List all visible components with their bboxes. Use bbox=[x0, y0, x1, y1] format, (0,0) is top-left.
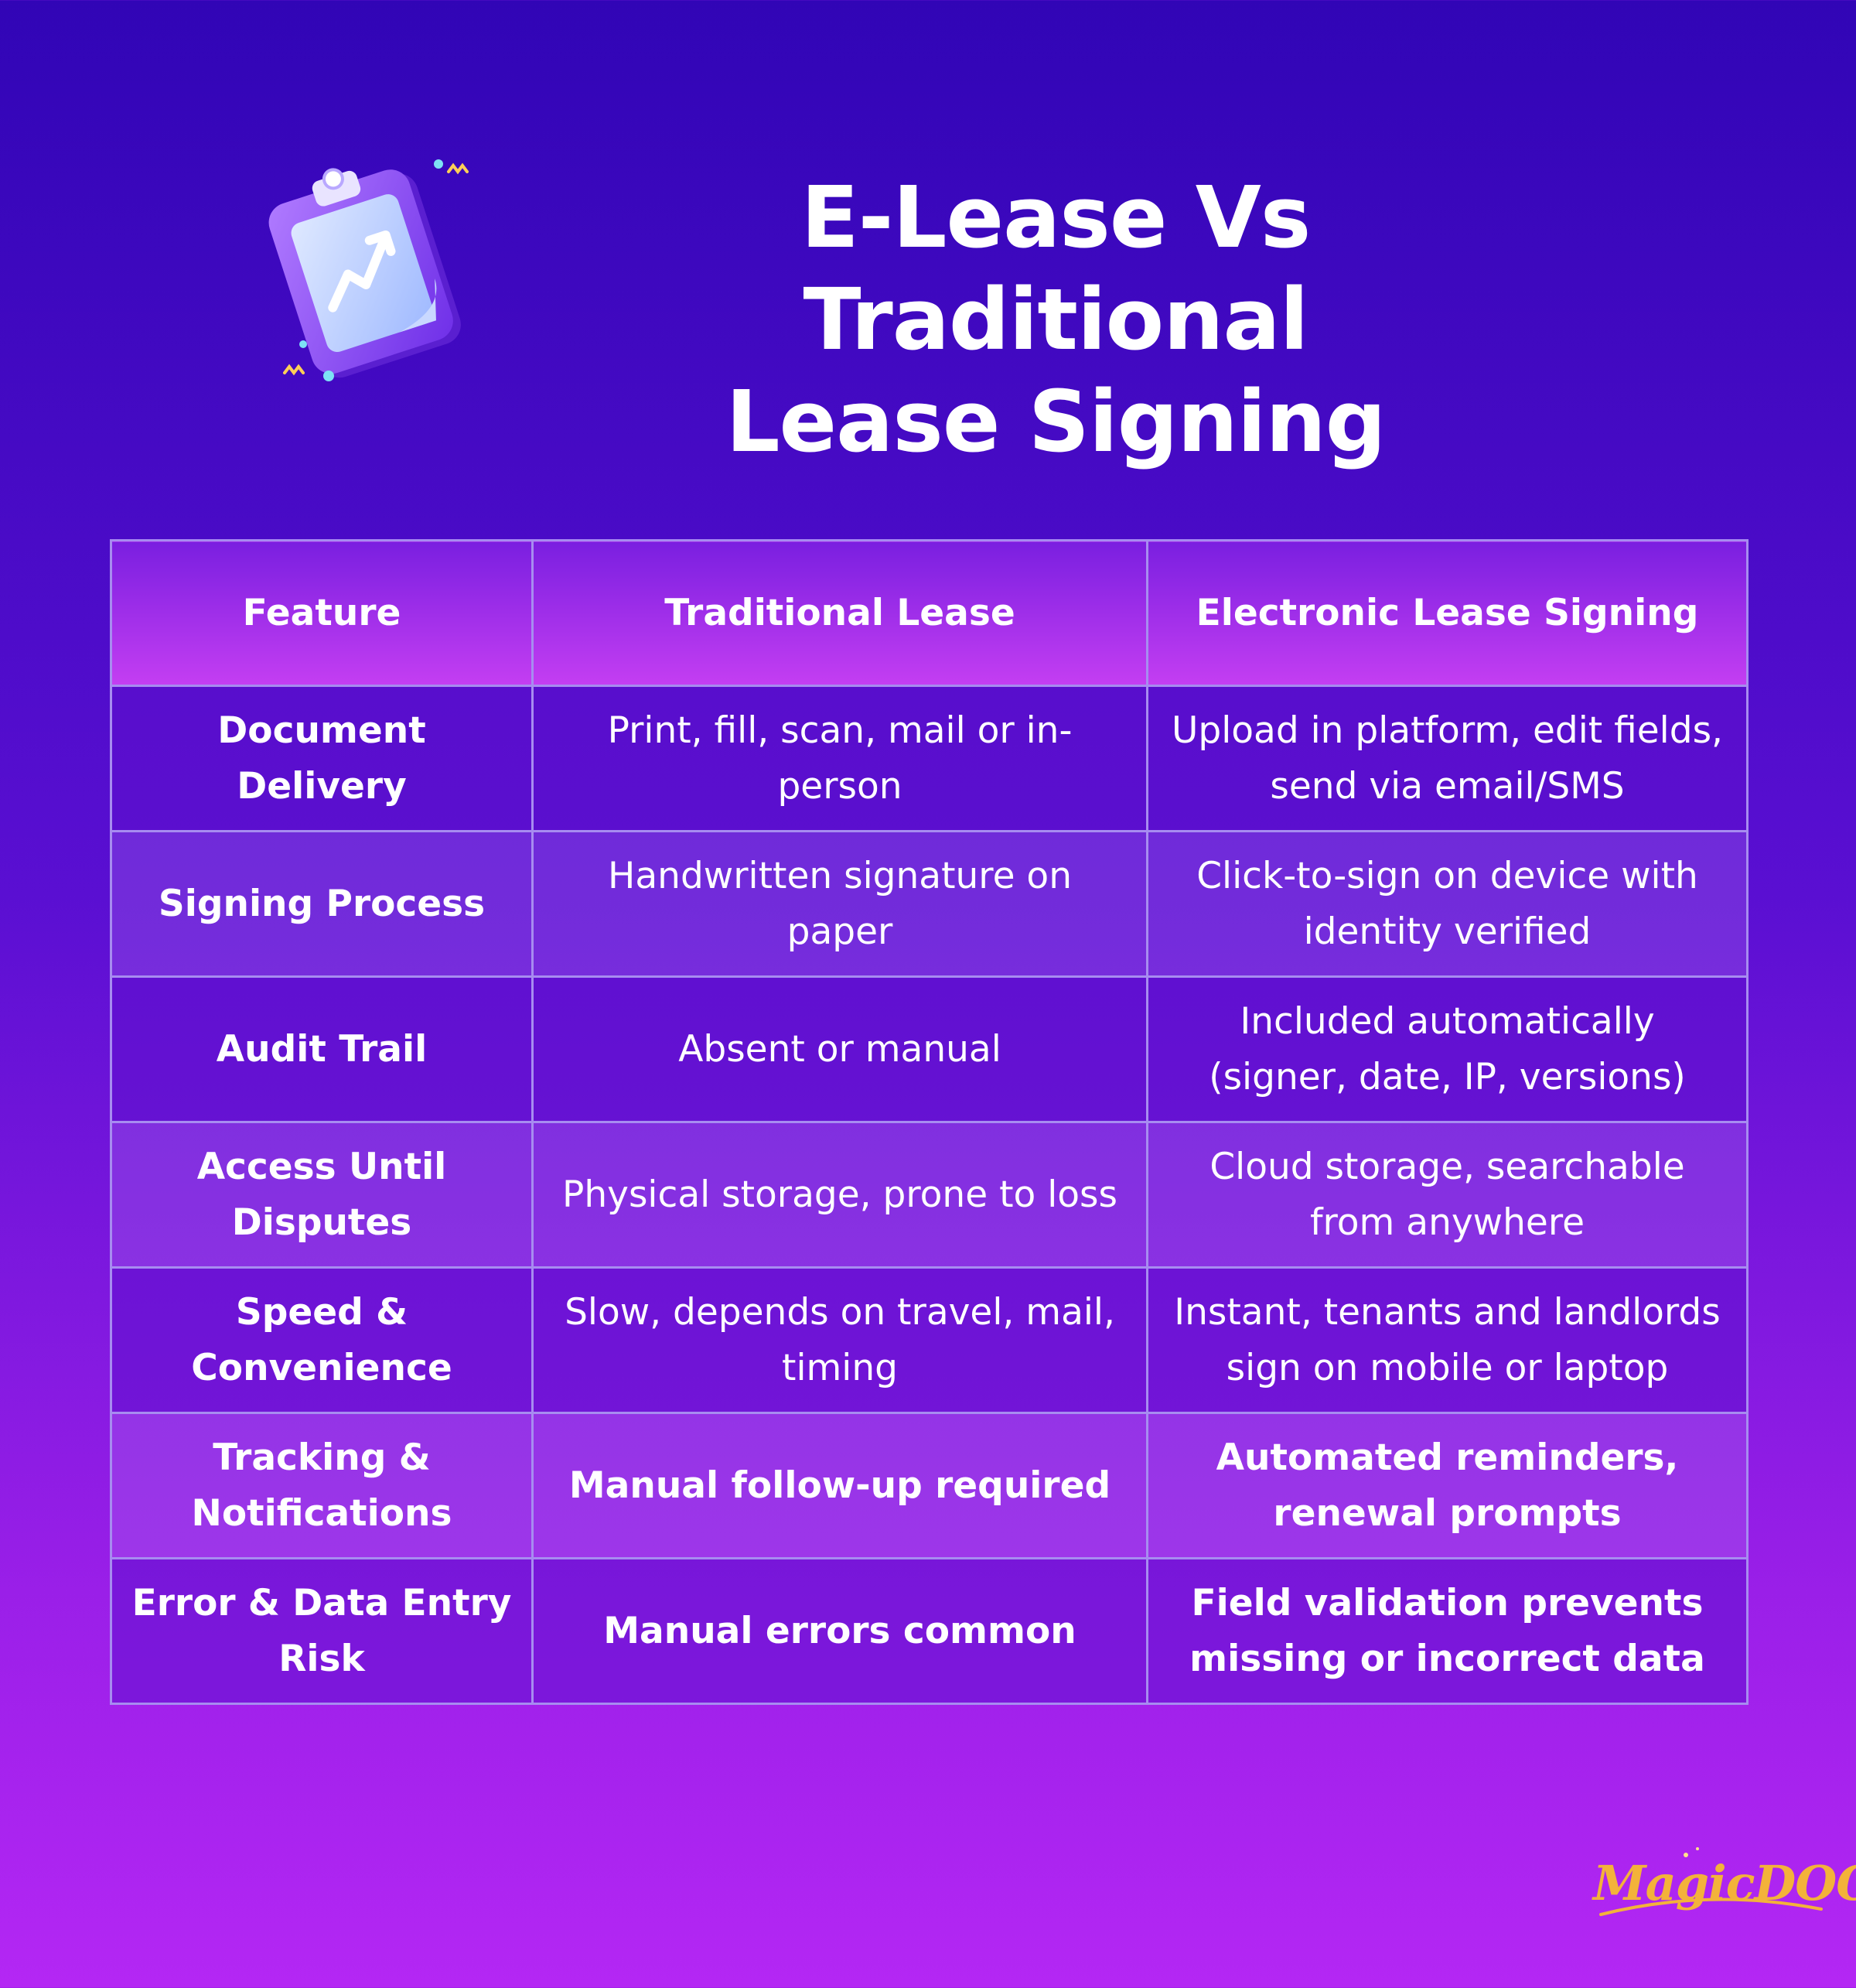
row-feature: Tracking & Notifications bbox=[110, 1412, 534, 1559]
row-feature: Error & Data Entry Risk bbox=[110, 1557, 534, 1705]
logo-swoosh-icon bbox=[1599, 1847, 1823, 1916]
header-traditional: Traditional Lease bbox=[531, 539, 1148, 687]
row-traditional: Absent or manual bbox=[531, 975, 1148, 1123]
magicdoor-logo: MagicDOOR bbox=[1593, 1841, 1856, 1934]
row-traditional: Physical storage, prone to loss bbox=[531, 1121, 1148, 1269]
row-electronic: Automated reminders, renewal prompts bbox=[1146, 1412, 1749, 1559]
row-electronic: Instant, tenants and landlords sign on m… bbox=[1146, 1266, 1749, 1414]
row-traditional: Manual errors common bbox=[531, 1557, 1148, 1705]
header-feature: Feature bbox=[110, 539, 534, 687]
table-header: Feature Traditional Lease Electronic Lea… bbox=[110, 539, 1749, 687]
row-feature: Audit Trail bbox=[110, 975, 534, 1123]
row-feature: Access Until Disputes bbox=[110, 1121, 534, 1269]
row-electronic: Cloud storage, searchable from anywhere bbox=[1146, 1121, 1749, 1269]
row-traditional: Handwritten signature on paper bbox=[531, 830, 1148, 978]
table-row: Audit Trail Absent or manual Included au… bbox=[110, 975, 1749, 1123]
table-row: Speed & Convenience Slow, depends on tra… bbox=[110, 1266, 1749, 1414]
row-electronic: Upload in platform, edit fields, send vi… bbox=[1146, 685, 1749, 832]
table-row: Error & Data Entry Risk Manual errors co… bbox=[110, 1557, 1749, 1705]
title-line-1: E-Lease Vs Traditional bbox=[800, 168, 1312, 369]
page-title: E-Lease Vs Traditional Lease Signing bbox=[557, 166, 1554, 473]
row-electronic: Included automatically (signer, date, IP… bbox=[1146, 975, 1749, 1123]
comparison-table-container: Feature Traditional Lease Electronic Lea… bbox=[110, 539, 1749, 1705]
table-row: Access Until Disputes Physical storage, … bbox=[110, 1121, 1749, 1269]
table-body: Document Delivery Print, fill, scan, mai… bbox=[110, 685, 1749, 1705]
row-traditional: Slow, depends on travel, mail, timing bbox=[531, 1266, 1148, 1414]
table-row: Document Delivery Print, fill, scan, mai… bbox=[110, 685, 1749, 832]
header-electronic: Electronic Lease Signing bbox=[1146, 539, 1749, 687]
sparkle-icon bbox=[283, 159, 469, 381]
row-electronic: Click-to-sign on device with identity ve… bbox=[1146, 830, 1749, 978]
header-row: Feature Traditional Lease Electronic Lea… bbox=[110, 539, 1749, 687]
clipboard-chart-icon bbox=[268, 159, 469, 381]
logo-text: MagicDOOR bbox=[1593, 1855, 1856, 1911]
row-feature: Signing Process bbox=[110, 830, 534, 978]
comparison-table: Feature Traditional Lease Electronic Lea… bbox=[110, 539, 1749, 1705]
table-row: Tracking & Notifications Manual follow-u… bbox=[110, 1412, 1749, 1559]
row-feature: Speed & Convenience bbox=[110, 1266, 534, 1414]
table-row: Signing Process Handwritten signature on… bbox=[110, 830, 1749, 978]
row-traditional: Print, fill, scan, mail or in-person bbox=[531, 685, 1148, 832]
title-line-2: Lease Signing bbox=[725, 372, 1386, 471]
row-feature: Document Delivery bbox=[110, 685, 534, 832]
row-electronic: Field validation prevents missing or inc… bbox=[1146, 1557, 1749, 1705]
page-header: E-Lease Vs Traditional Lease Signing bbox=[0, 0, 1856, 471]
row-traditional: Manual follow-up required bbox=[531, 1412, 1148, 1559]
